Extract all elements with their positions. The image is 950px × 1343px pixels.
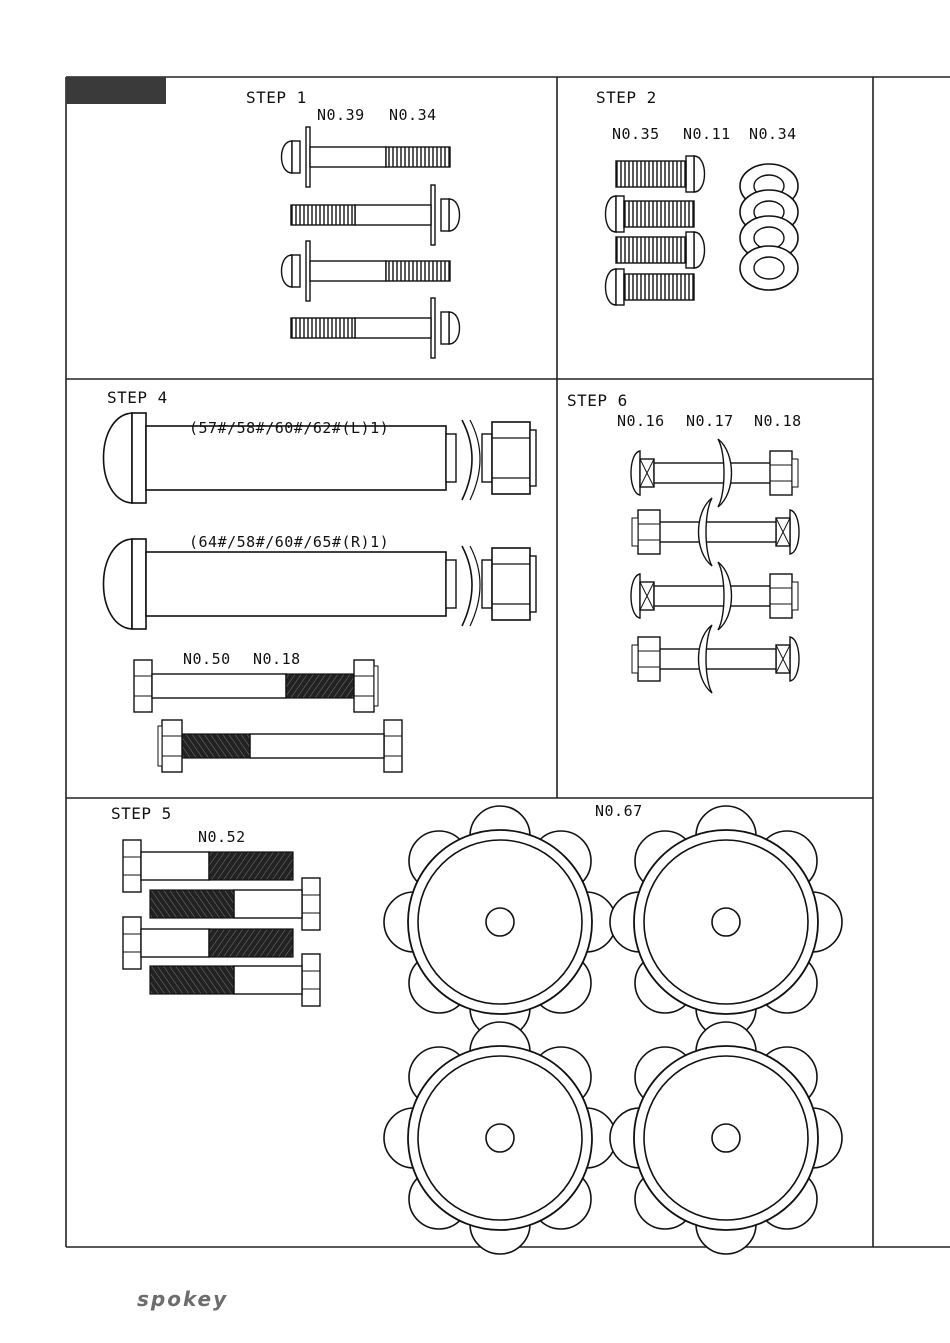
step4-label-1: N0.50 bbox=[183, 652, 231, 667]
step6-label-2: N0.17 bbox=[686, 414, 734, 429]
wheel-label: N0.67 bbox=[595, 804, 643, 819]
step4-axle-left-label: (57#/58#/60#/62#(L)1) bbox=[189, 421, 389, 436]
step5-title: STEP 5 bbox=[111, 806, 172, 822]
step6-title: STEP 6 bbox=[567, 393, 628, 409]
step1-parts bbox=[282, 127, 460, 358]
step4-axle-right-label: (64#/58#/60#/65#(R)1) bbox=[189, 535, 389, 550]
header-tab bbox=[66, 77, 166, 104]
step5-label-1: N0.52 bbox=[198, 830, 246, 845]
step2-parts bbox=[606, 156, 799, 305]
step1-label-2: N0.34 bbox=[389, 108, 437, 123]
step4-parts bbox=[104, 413, 537, 772]
step4-title: STEP 4 bbox=[107, 390, 168, 406]
step6-label-3: N0.18 bbox=[754, 414, 802, 429]
step1-label-1: N0.39 bbox=[317, 108, 365, 123]
step2-title: STEP 2 bbox=[596, 90, 657, 106]
step1-title: STEP 1 bbox=[246, 90, 307, 106]
step2-label-2: N0.11 bbox=[683, 127, 731, 142]
wheel-parts bbox=[384, 806, 842, 1254]
step5-parts bbox=[123, 840, 320, 1006]
step2-label-1: N0.35 bbox=[612, 127, 660, 142]
step4-label-2: N0.18 bbox=[253, 652, 301, 667]
step6-parts bbox=[631, 439, 799, 693]
step6-label-1: N0.16 bbox=[617, 414, 665, 429]
step2-label-3: N0.34 bbox=[749, 127, 797, 142]
brand-logo: spokey bbox=[137, 1287, 228, 1311]
